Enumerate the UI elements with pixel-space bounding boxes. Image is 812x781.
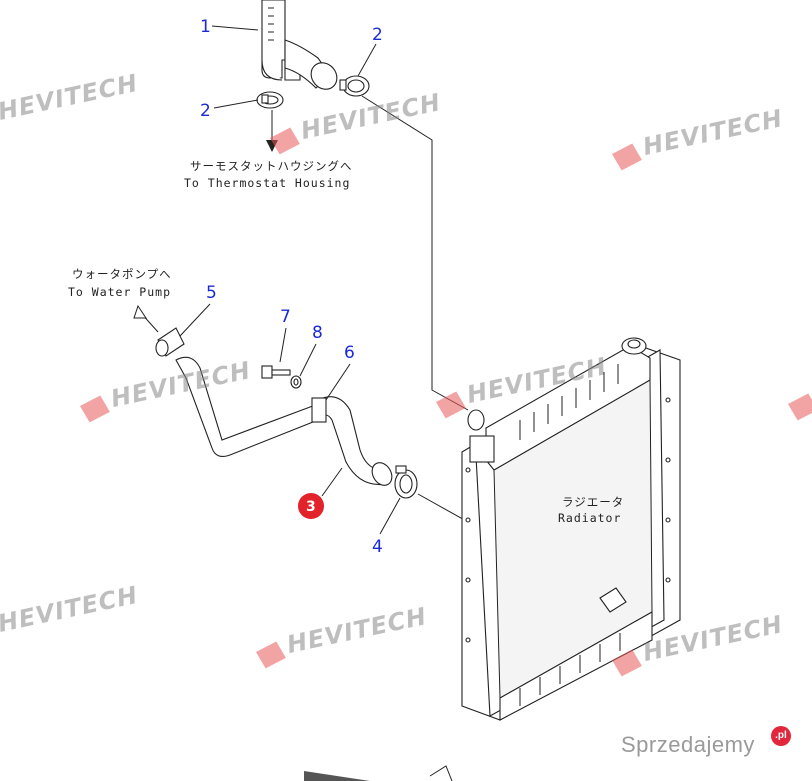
hose-clamp-pump: [155, 327, 185, 357]
hevitech-logo-icon: [270, 127, 300, 155]
watermark-hevitech-4: HEVITECH: [80, 356, 254, 423]
hevitech-logo-icon: [788, 393, 812, 421]
svg-text:HEVITECH: HEVITECH: [298, 88, 443, 145]
radiator-outlet: [599, 587, 627, 613]
watermark-hevitech-6: HEVITECH: [0, 581, 141, 638]
lower-hose: [175, 356, 393, 486]
radiator: [461, 337, 681, 721]
hevitech-logo-icon: [256, 641, 286, 669]
bolt: [261, 365, 291, 379]
hevitech-logo-icon: [80, 395, 110, 423]
callout-2-lower: 2: [200, 101, 211, 121]
radiator-note-en: Radiator: [558, 511, 621, 525]
hose-clamp-upper: [339, 75, 370, 97]
hevitech-logo-icon: [436, 391, 466, 419]
svg-text:HEVITECH: HEVITECH: [640, 104, 785, 161]
watermark-hevitech-7: HEVITECH: [256, 602, 430, 669]
hevitech-logo-icon: [612, 649, 642, 677]
pump-note-jp: ウォータポンプへ: [72, 267, 172, 281]
hose-clamp-lower: [256, 91, 284, 109]
watermark-hevitech-2: HEVITECH: [270, 88, 444, 155]
callout-5: 5: [206, 283, 217, 303]
radiator-bottom-fins: [519, 633, 621, 706]
watermark-hevitech-1: HEVITECH: [0, 69, 141, 126]
callout-3-badge: [298, 493, 324, 519]
callout-3: 3: [306, 499, 316, 515]
radiator-note-jp: ラジエータ: [562, 495, 624, 509]
arrow-up-icon: [133, 304, 147, 319]
pump-note-en: To Water Pump: [68, 285, 171, 299]
svg-text:HEVITECH: HEVITECH: [0, 581, 141, 638]
callout-4: 4: [372, 537, 383, 557]
hevitech-logo-icon: [612, 143, 642, 171]
thermostat-note-jp: サーモスタットハウジングへ: [190, 159, 353, 173]
bottom-edge-part: [304, 771, 370, 781]
callout-2-upper: 2: [372, 25, 383, 45]
watermark-logo-edge: [788, 393, 812, 421]
callout-1: 1: [200, 17, 211, 37]
sprzedajemy-watermark: Sprzedajemy: [621, 732, 755, 757]
watermark-hevitech-3: HEVITECH: [612, 104, 786, 171]
upper-hose: [261, 0, 338, 90]
callout-6: 6: [344, 343, 355, 363]
sprzedajemy-badge: .pl: [771, 726, 791, 746]
svg-text:HEVITECH: HEVITECH: [284, 602, 429, 659]
hose-clamp-radiator: [394, 465, 418, 499]
svg-text:HEVITECH: HEVITECH: [0, 69, 141, 126]
callout-7: 7: [280, 307, 291, 327]
radiator-top-fins: [519, 364, 619, 440]
thermostat-note-en: To Thermostat Housing: [184, 176, 350, 190]
radiator-inlet: [467, 409, 485, 431]
callout-8: 8: [312, 323, 323, 343]
washer: [290, 375, 302, 389]
